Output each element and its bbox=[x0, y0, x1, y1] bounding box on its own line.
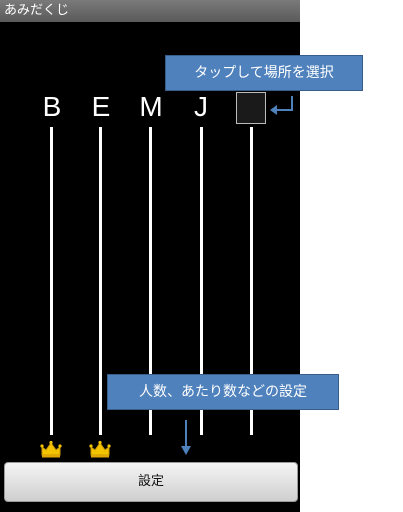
crown-icon bbox=[40, 440, 62, 458]
lane-line-2[interactable] bbox=[99, 127, 102, 435]
app-title-bar: あみだくじ bbox=[0, 0, 300, 22]
lane-line-4[interactable] bbox=[200, 127, 203, 435]
return-arrow-icon bbox=[270, 96, 293, 115]
lane-label-empty-slot[interactable] bbox=[236, 92, 266, 124]
settings-hint-callout: 人数、あたり数などの設定 bbox=[107, 374, 339, 410]
lane-line-3[interactable] bbox=[149, 127, 152, 435]
settings-button[interactable]: 設定 bbox=[4, 462, 298, 502]
lane-label-1[interactable]: B bbox=[42, 91, 62, 122]
down-arrow-icon bbox=[181, 420, 191, 455]
crown-icon bbox=[89, 440, 111, 458]
lane-label-2[interactable]: E bbox=[91, 91, 111, 122]
lane-line-5[interactable] bbox=[250, 127, 253, 435]
tap-to-select-callout: タップして場所を選択 bbox=[165, 55, 363, 91]
lane-label-4[interactable]: J bbox=[194, 91, 208, 122]
lane-line-1[interactable] bbox=[50, 127, 53, 435]
lane-label-3[interactable]: M bbox=[139, 91, 163, 122]
